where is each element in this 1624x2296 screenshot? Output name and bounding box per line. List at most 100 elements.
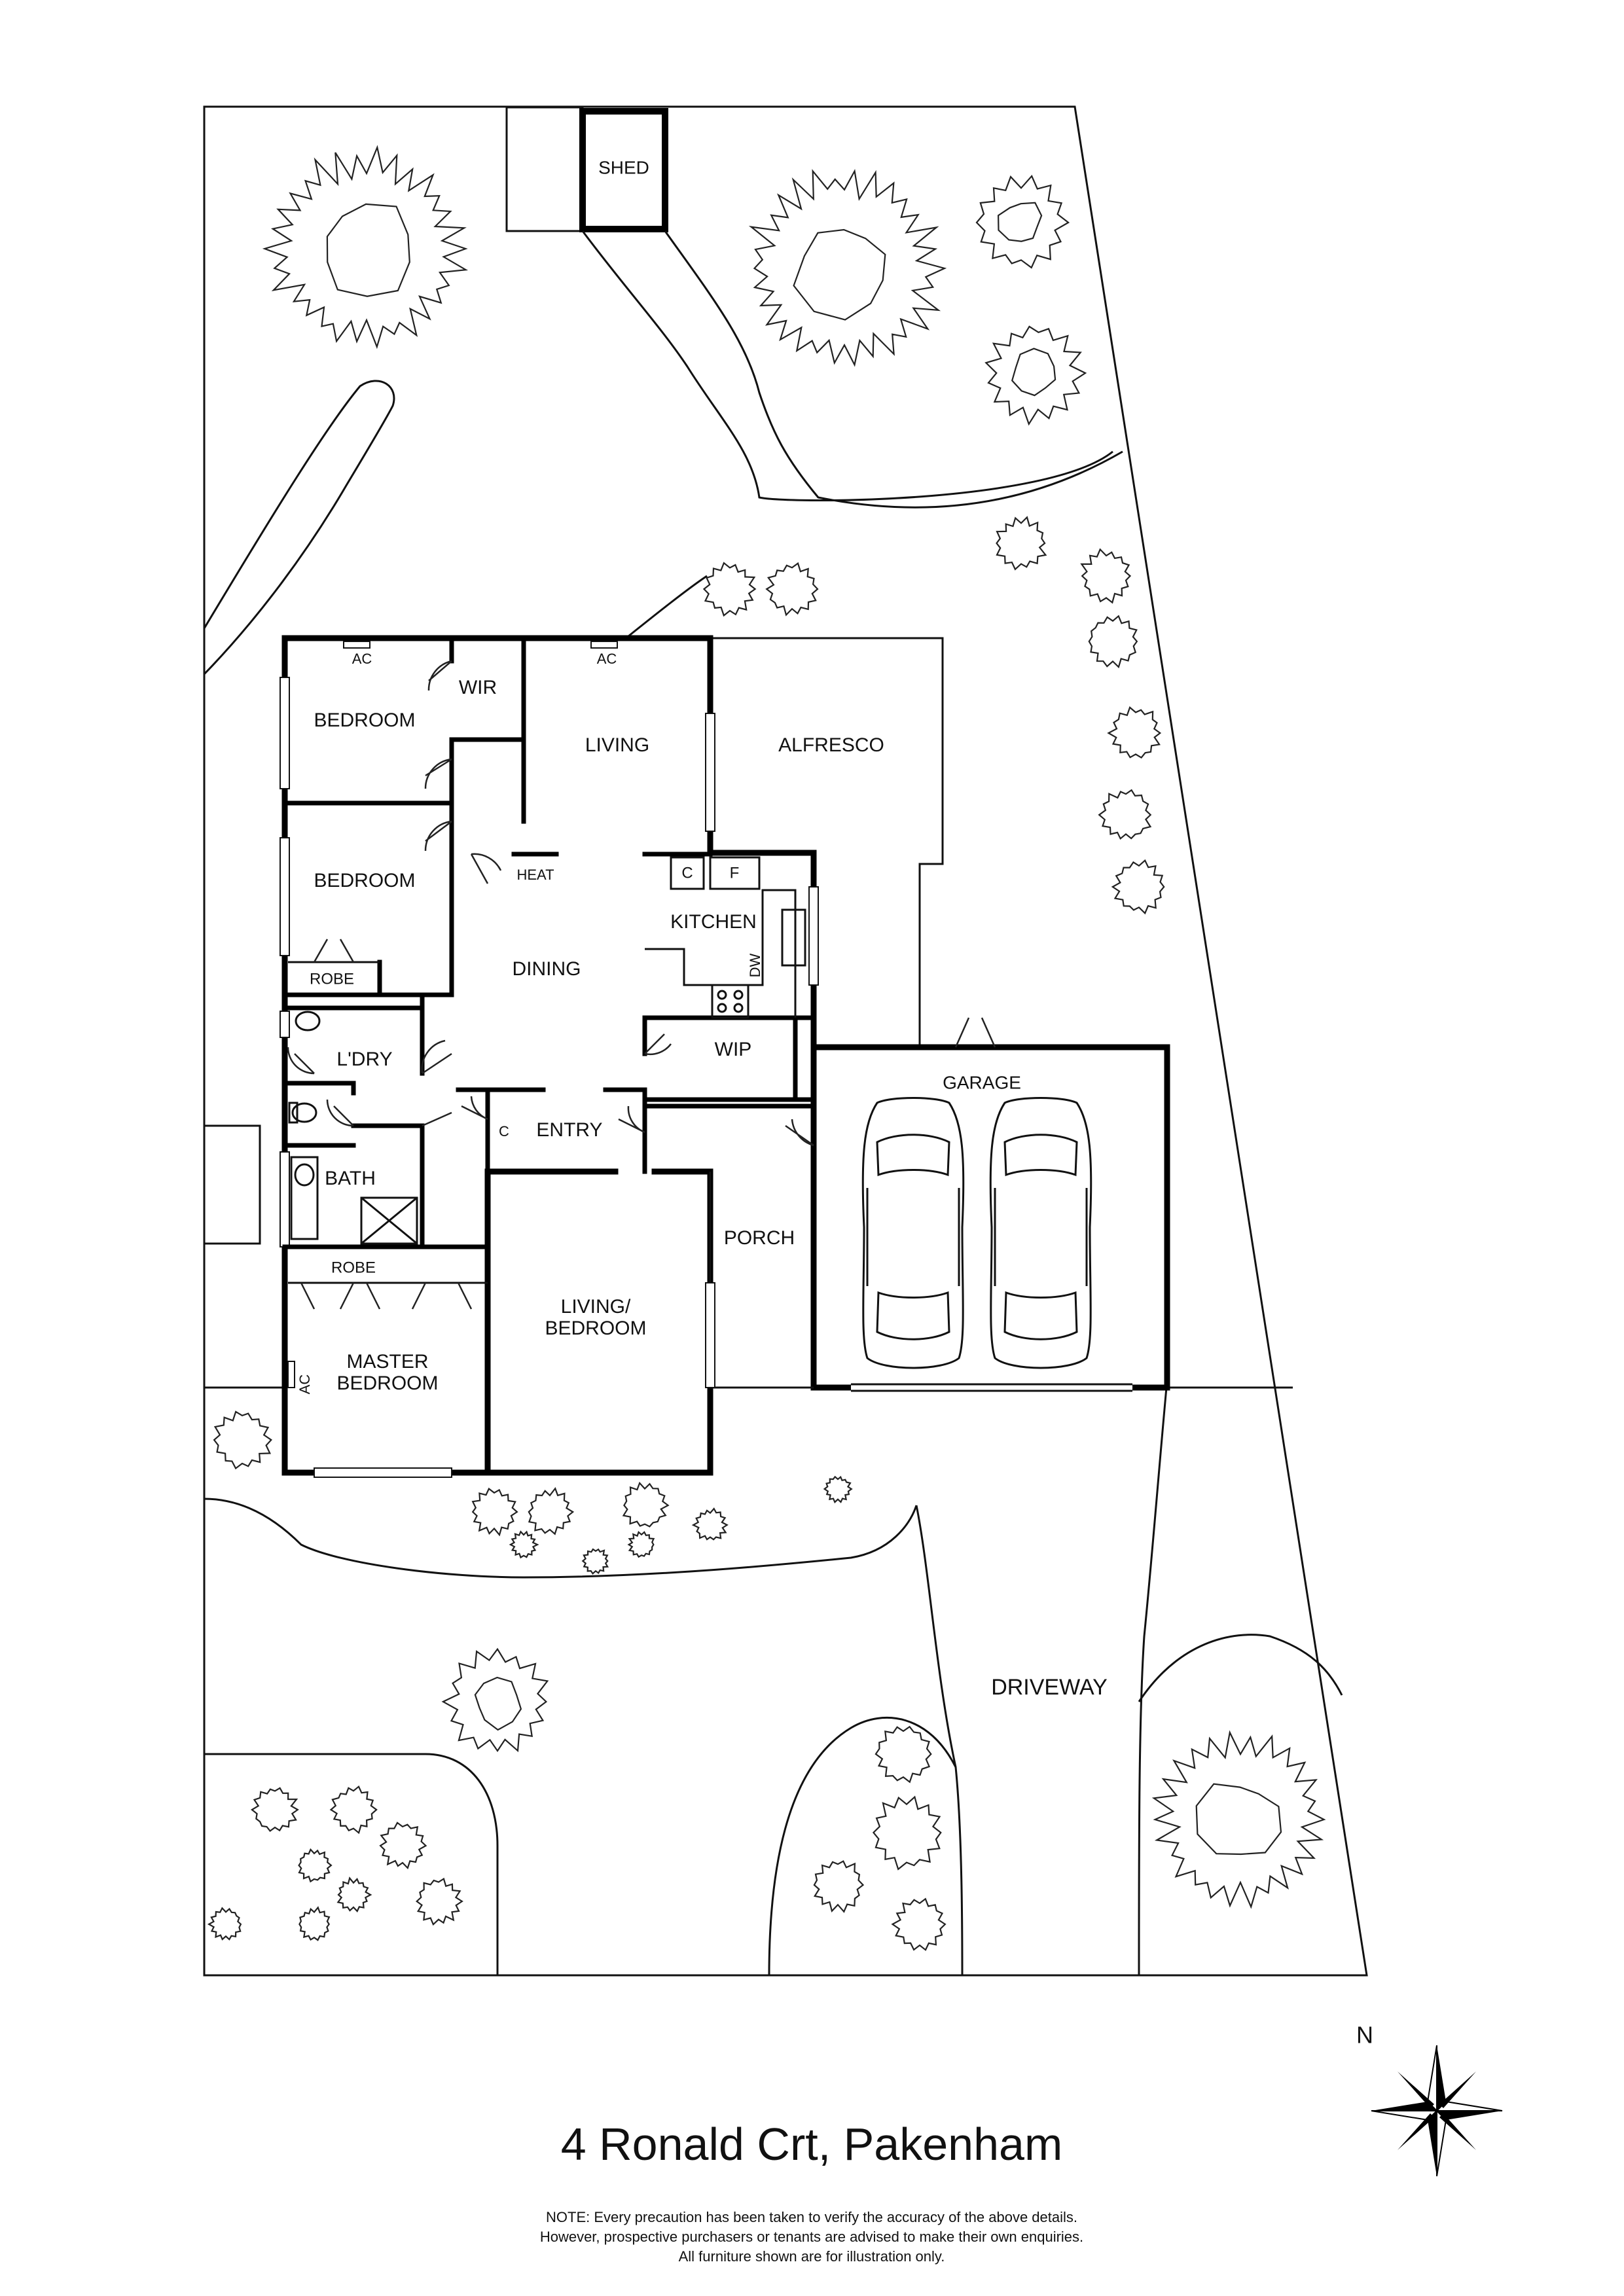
window-living-bed: [705, 1282, 715, 1388]
tree-canopy-detail: [1011, 348, 1056, 397]
tree-icon: [298, 1906, 331, 1941]
wip-label: WIP: [715, 1039, 752, 1060]
tree-icon: [528, 1486, 575, 1535]
ac-label-2: AC: [597, 651, 617, 667]
property-boundary: [203, 105, 1368, 1977]
disclaimer-line-3: All furniture shown are for illustration…: [679, 2248, 945, 2265]
tree-icon: [813, 1860, 865, 1913]
disclaimer-line-2: However, prospective purchasers or tenan…: [540, 2229, 1083, 2245]
car-icon-2: [989, 1097, 1092, 1369]
wir-label: WIR: [459, 677, 497, 698]
fridge-label: F: [730, 864, 740, 882]
compass-icon: [1371, 2045, 1503, 2177]
alfresco-label: ALFRESCO: [778, 734, 884, 756]
tree-icon: [581, 1548, 609, 1575]
robe-label: ROBE: [310, 970, 354, 988]
tree-icon: [627, 1531, 655, 1558]
porch-label: PORCH: [724, 1227, 795, 1249]
tree-icon: [329, 1785, 378, 1835]
car-icon: [861, 1097, 965, 1369]
robe-label-2: ROBE: [331, 1259, 376, 1276]
shed-label: SHED: [598, 157, 649, 177]
house-yard-line: [628, 575, 708, 637]
window-ldry: [280, 1011, 290, 1038]
kitchen-pantry-c: [670, 856, 705, 890]
door-entry: [618, 1105, 645, 1134]
disclaimer-line: NOTE: Every precaution has been taken to…: [546, 2209, 1077, 2225]
tree-canopy-detail: [474, 1676, 522, 1731]
door-wip: [644, 1033, 672, 1056]
laundry-label: L'DRY: [336, 1049, 392, 1070]
ac-unit-3: [287, 1361, 295, 1388]
door-garage: [785, 1119, 814, 1147]
kitchen-cooktop: [711, 984, 749, 1019]
shed: [579, 108, 668, 232]
window-bath: [280, 1151, 290, 1247]
garage-label: GARAGE: [943, 1072, 1021, 1092]
ac-label: AC: [352, 651, 372, 667]
alfresco-outline: [710, 637, 944, 1047]
c-label: C: [499, 1123, 509, 1139]
door-dining: [470, 853, 502, 884]
tree-icon: [875, 1725, 932, 1784]
kitchen-bench: [645, 889, 797, 1018]
living-label: LIVING: [585, 734, 649, 756]
tree-icon: [891, 1897, 947, 1951]
house-outer-wall: [281, 635, 817, 1083]
tree-icon: [379, 1821, 427, 1870]
side-path: [203, 380, 395, 675]
garden-bed-left: [204, 1753, 499, 1975]
window-kitchen: [808, 886, 819, 986]
burner-4: [733, 1003, 744, 1013]
door-bath: [422, 1111, 452, 1127]
living-bedroom-label: LIVING/: [561, 1296, 631, 1318]
tree-icon: [622, 1481, 670, 1528]
window-bed2: [280, 837, 290, 956]
door-bed2: [424, 820, 452, 852]
tree-icon: [336, 1876, 372, 1913]
tree-canopy-detail: [326, 203, 410, 297]
driveway-edge-left: [915, 1505, 964, 1976]
window-master: [314, 1467, 452, 1478]
garden-path: [581, 230, 1113, 502]
tree-icon: [509, 1530, 539, 1559]
kitchen-label: KITCHEN: [670, 911, 757, 933]
tree-icon: [250, 1787, 299, 1833]
bath-vanity: [290, 1156, 319, 1240]
bath-label: BATH: [325, 1168, 376, 1189]
tree-icon: [691, 1507, 729, 1541]
toilet-cistern: [288, 1102, 298, 1124]
bedroom-label-2: BEDROOM: [314, 870, 415, 891]
shower: [360, 1196, 418, 1245]
tree-icon: [1098, 789, 1152, 840]
tree-icon: [1088, 615, 1138, 669]
sliding-door-living: [705, 713, 715, 832]
ac-unit-2: [590, 641, 618, 649]
tree-icon: [471, 1487, 518, 1537]
ac-unit: [343, 641, 370, 649]
door-bed1: [424, 758, 452, 789]
burner-3: [717, 1003, 727, 1013]
driveway-edge-right: [1138, 1387, 1168, 1976]
burner: [717, 990, 727, 1000]
door-hall: [421, 1039, 452, 1075]
door-wc: [326, 1099, 354, 1127]
burner-2: [733, 990, 744, 1000]
basin: [294, 1163, 315, 1187]
shower-x2: [361, 1196, 418, 1245]
tree-icon: [207, 1907, 242, 1941]
ac-label-3: AC: [297, 1374, 313, 1395]
entry-label: ENTRY: [536, 1119, 602, 1141]
cupboard-label: C: [681, 864, 693, 882]
toilet: [291, 1102, 317, 1123]
tree-icon: [872, 1795, 942, 1871]
tree-canopy-detail: [793, 228, 886, 321]
tree-icon: [213, 1410, 272, 1470]
tree-icon: [823, 1475, 853, 1503]
door-wir: [427, 660, 452, 691]
door-c: [461, 1096, 488, 1121]
master-bedroom-label-2: BEDROOM: [336, 1372, 438, 1394]
kitchen-sink: [781, 908, 806, 967]
ldry-tub: [295, 1011, 321, 1031]
door-robe1: [313, 939, 355, 963]
